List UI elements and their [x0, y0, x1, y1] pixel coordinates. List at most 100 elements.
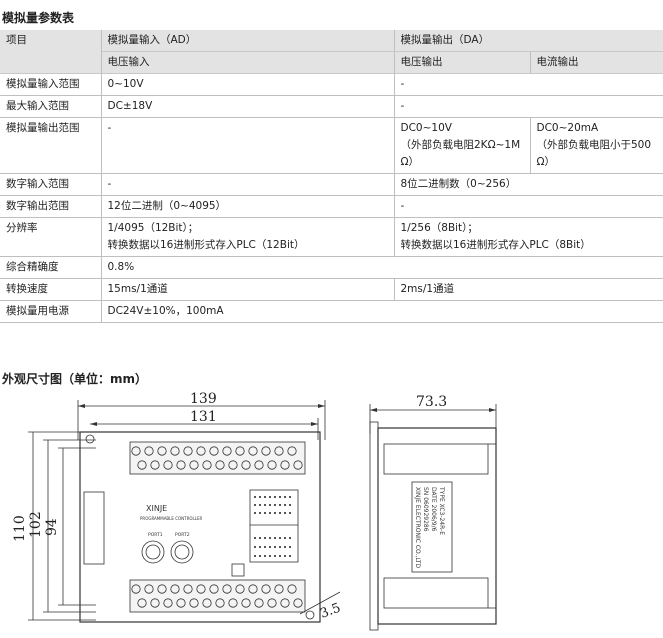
led-dot	[289, 504, 291, 506]
terminal-screw	[235, 584, 245, 594]
terminal-screw	[144, 584, 154, 594]
terminal-screw	[150, 460, 160, 470]
row-da-current: DC0~20mA （外部负载电阻小于500Ω）	[530, 117, 663, 174]
terminal-screw	[293, 598, 303, 608]
nameplate-line: SN 060929286	[422, 487, 429, 532]
led-dot	[259, 546, 261, 548]
section-title: 模拟量参数表	[2, 11, 75, 25]
header-da-current: 电流输出	[530, 51, 663, 74]
row-value: DC24V±10%，100mA	[101, 300, 663, 323]
table-subheader-row: 电压输入 电压输出 电流输出	[0, 51, 663, 74]
led-dot	[264, 496, 266, 498]
terminal-screw	[280, 598, 290, 608]
terminal-screw	[248, 446, 258, 456]
row-item: 模拟量用电源	[0, 300, 102, 323]
led-dot	[264, 555, 266, 557]
header-da: 模拟量输出（DA）	[394, 30, 663, 52]
terminal-screw	[287, 446, 297, 456]
row-item: 数字输入范围	[0, 173, 102, 196]
row-ad: 0~10V	[101, 73, 395, 96]
table-row: 模拟量用电源 DC24V±10%，100mA	[0, 300, 663, 323]
led-dot	[284, 496, 286, 498]
led-dot	[254, 537, 256, 539]
row-value: 0.8%	[101, 256, 663, 279]
row-da: -	[394, 195, 663, 218]
led-dot	[264, 512, 266, 514]
row-da: -	[394, 73, 663, 96]
port2-connector	[170, 540, 194, 564]
led-dot	[284, 512, 286, 514]
terminal-screw	[274, 446, 284, 456]
terminal-screw	[131, 446, 141, 456]
table-header-row: 项目 模拟量输入（AD） 模拟量输出（DA）	[0, 30, 663, 74]
led-dot	[274, 496, 276, 498]
terminal-screw	[196, 446, 206, 456]
terminal-screw	[163, 598, 173, 608]
brand-sub-text: PROGRAMMABLE CONTROLLER	[140, 516, 202, 521]
header-da-voltage: 电压输出	[394, 51, 531, 74]
row-ad: DC±18V	[101, 95, 395, 118]
port1-label: PORT1	[148, 532, 163, 538]
terminal-screw	[144, 446, 154, 456]
led-dot	[274, 555, 276, 557]
led-dot	[284, 546, 286, 548]
row-item: 综合精确度	[0, 256, 102, 279]
terminal-screw	[137, 598, 147, 608]
led-dot	[269, 504, 271, 506]
terminal-screw	[209, 446, 219, 456]
table-row: 数字输出范围 12位二进制（0~4095） -	[0, 195, 663, 218]
table-row: 模拟量输出范围 - DC0~10V （外部负载电阻2KΩ~1MΩ） DC0~20…	[0, 117, 663, 174]
table-row: 最大输入范围 DC±18V -	[0, 95, 663, 118]
led-dot	[284, 537, 286, 539]
row-item: 转换速度	[0, 278, 102, 301]
terminal-screw	[280, 460, 290, 470]
dimension-drawing: 139 131 110 102 94 XINJE PROGRAMMABLE CO…	[12, 392, 497, 631]
row-da: 1/256（8Bit）； 转换数据以16进制形式存入PLC（8Bit）	[394, 217, 663, 257]
dim-110: 110	[12, 515, 28, 542]
terminal-screw	[189, 598, 199, 608]
terminal-screw	[254, 598, 264, 608]
led-dot	[259, 537, 261, 539]
terminal-screw	[163, 460, 173, 470]
led-dot	[274, 504, 276, 506]
led-dot	[284, 504, 286, 506]
led-dot	[264, 546, 266, 548]
terminal-screw	[150, 598, 160, 608]
terminal-screw	[183, 446, 193, 456]
row-ad: 1/4095（12Bit）； 转换数据以16进制形式存入PLC（12Bit）	[101, 217, 395, 257]
row-ad: 12位二进制（0~4095）	[101, 195, 395, 218]
nameplate-line: XINJE ELECTRONIC CO.,LTD	[414, 487, 421, 569]
port2-label: PORT2	[175, 532, 190, 538]
terminal-screw	[293, 460, 303, 470]
led-dot	[284, 555, 286, 557]
terminal-screw	[209, 584, 219, 594]
row-item: 模拟量输出范围	[0, 117, 102, 174]
led-dot	[259, 512, 261, 514]
led-dot	[289, 537, 291, 539]
dim-102: 102	[28, 511, 44, 538]
led-dot	[274, 512, 276, 514]
drawing-title: 外观尺寸图（单位：mm）	[2, 372, 148, 386]
terminal-screw	[222, 584, 232, 594]
led-dot	[269, 546, 271, 548]
row-item: 模拟量输入范围	[0, 73, 102, 96]
terminal-screw	[248, 584, 258, 594]
dim-3-5: 3.5	[318, 601, 343, 622]
led-dot	[274, 537, 276, 539]
terminal-screw	[183, 584, 193, 594]
led-dot	[279, 537, 281, 539]
terminal-screw	[170, 584, 180, 594]
terminal-screw	[196, 584, 206, 594]
terminal-screw	[241, 598, 251, 608]
led-dot	[269, 496, 271, 498]
table-row: 转换速度 15ms/1通道 2ms/1通道	[0, 278, 663, 301]
header-ad: 模拟量输入（AD）	[101, 30, 395, 52]
row-item: 最大输入范围	[0, 95, 102, 118]
led-dot	[254, 512, 256, 514]
nameplate-line: TYPE XC3-24R-E	[438, 486, 445, 535]
row-ad: -	[101, 117, 395, 174]
analog-parameter-table: 项目 模拟量输入（AD） 模拟量输出（DA） 电压输入 电压输出 电流输出 模拟…	[0, 30, 663, 323]
led-dot	[254, 504, 256, 506]
terminal-screw	[267, 598, 277, 608]
